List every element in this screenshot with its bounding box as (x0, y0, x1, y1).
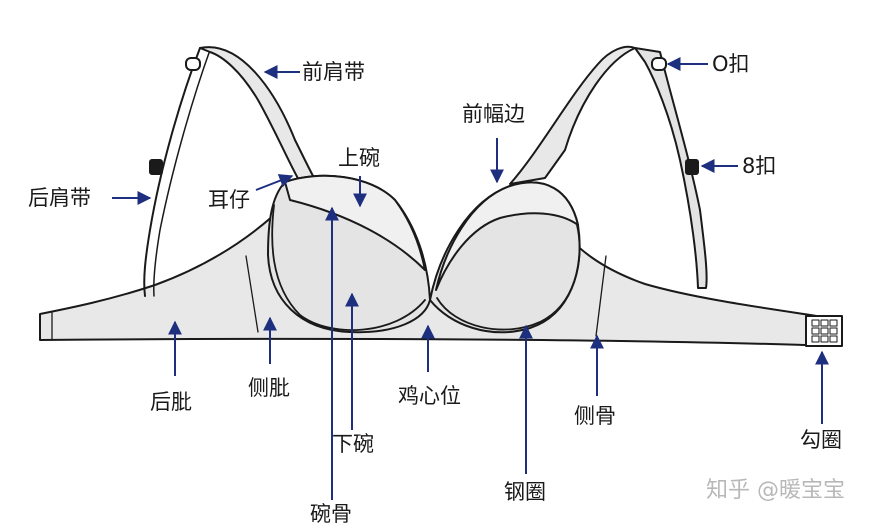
label-front-strap: 前肩带 (302, 60, 365, 84)
right-wire-line (436, 224, 581, 331)
arrow-strap-tab (255, 174, 294, 191)
band-body (39, 199, 831, 347)
hook-eye-grid (811, 319, 838, 343)
left-o-ring (185, 57, 201, 71)
watermark: 知乎 @暖宝宝 (706, 478, 845, 503)
label-side-bone: 侧骨 (574, 404, 616, 428)
label-upper-cup: 上碗 (338, 146, 380, 170)
left-back-strap (143, 47, 201, 297)
right-o-ring (651, 57, 667, 71)
right-front-strap (509, 45, 636, 185)
right-strap (634, 47, 708, 289)
left-wire-line (271, 204, 426, 331)
label-center-gore: 鸡心位 (398, 384, 461, 408)
left-side-bone-line (245, 255, 259, 333)
label-underwire: 钢圈 (504, 480, 546, 504)
garment-outline (39, 45, 843, 347)
right-side-bone-line (595, 255, 607, 337)
label-o-ring: O扣 (712, 52, 750, 76)
left-front-strap (199, 46, 319, 186)
left-back-strap-inner (153, 49, 211, 297)
label-lower-cup: 下碗 (332, 432, 374, 456)
left-cup-upper (284, 174, 426, 271)
label-back-wing: 后肶 (150, 390, 192, 414)
left-slider (149, 159, 163, 175)
label-hook-eye: 勾圈 (800, 428, 842, 452)
label-side-wing: 侧肶 (248, 376, 290, 400)
label-back-strap: 后肩带 (28, 186, 91, 210)
label-neckline-edge: 前幅边 (462, 102, 525, 126)
label-eight-slider: 8扣 (742, 154, 777, 178)
leader-arrows (112, 57, 829, 500)
label-cup-seam: 碗骨 (310, 502, 352, 526)
right-cup-upper (435, 181, 579, 291)
right-slider (685, 159, 699, 175)
label-strap-tab: 耳仔 (208, 188, 250, 212)
